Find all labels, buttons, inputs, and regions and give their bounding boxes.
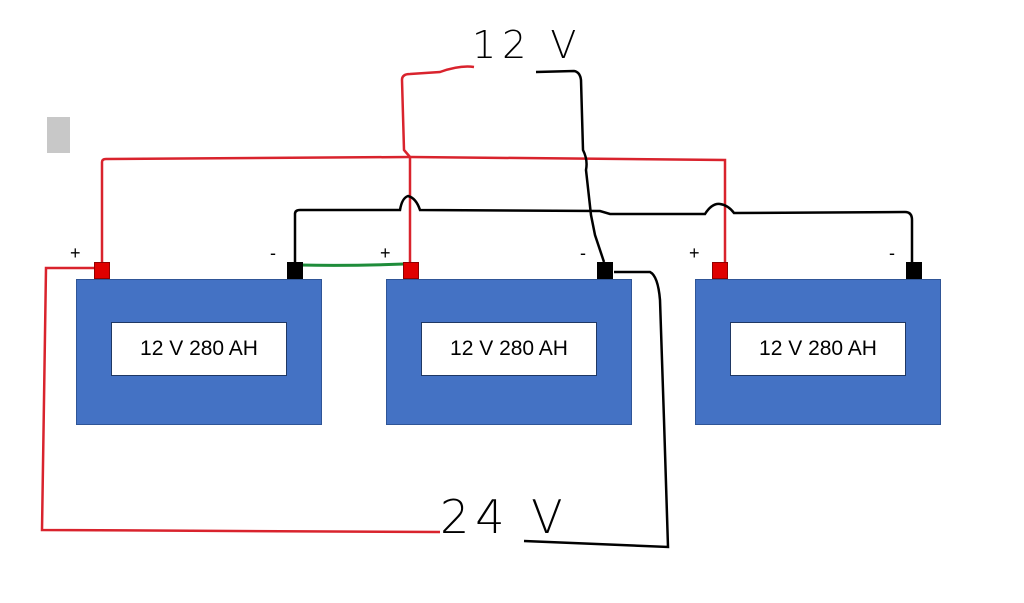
battery-3: 12 V 280 AH: [695, 279, 941, 425]
12v-positive-lead: [400, 65, 475, 158]
battery-2-positive-sign: +: [380, 243, 391, 263]
battery-1-label: 12 V 280 AH: [111, 322, 287, 376]
24v-negative-lead: [523, 270, 670, 549]
battery-3-positive-terminal: [712, 262, 728, 279]
selection-marker: [47, 117, 70, 153]
battery-1: 12 V 280 AH: [76, 279, 322, 425]
battery-1-negative-terminal: [287, 262, 303, 279]
battery-3-label: 12 V 280 AH: [730, 322, 906, 376]
24v-positive-lead: [40, 266, 441, 534]
battery-3-negative-terminal: [906, 262, 922, 279]
top-voltage-label: 12 V: [472, 23, 583, 67]
battery-2: 12 V 280 AH: [386, 279, 632, 425]
battery-2-negative-sign: -: [580, 243, 586, 263]
battery-3-negative-sign: -: [889, 243, 895, 263]
battery-2-positive-terminal: [403, 262, 419, 279]
battery-2-negative-terminal: [597, 262, 613, 279]
battery-1-positive-sign: +: [70, 243, 81, 263]
battery-1-positive-terminal: [94, 262, 110, 279]
battery-1-negative-sign: -: [270, 243, 276, 263]
12v-negative-lead: [535, 69, 606, 263]
positive-bus-wire: [100, 155, 727, 262]
series-link-wire: [299, 262, 405, 267]
bottom-voltage-label: 24 V: [440, 490, 569, 544]
battery-2-label: 12 V 280 AH: [421, 322, 597, 376]
negative-bus-wire: [293, 194, 914, 262]
battery-3-positive-sign: +: [689, 243, 700, 263]
